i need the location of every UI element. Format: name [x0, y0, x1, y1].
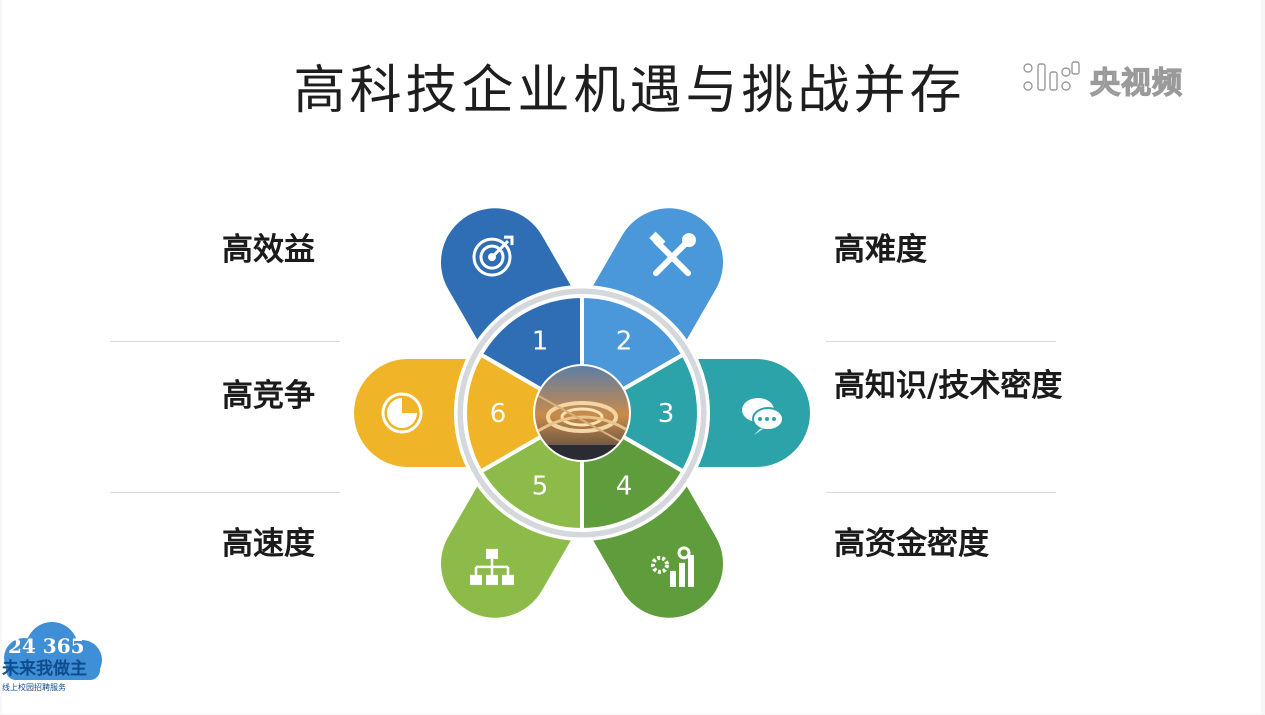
- brand-subtext: 线上校园招聘服务: [2, 683, 66, 692]
- highway-interchange-photo: [533, 364, 631, 462]
- flower-diagram: 1 2 3 4 5 6: [354, 208, 810, 618]
- divider-right-top: [826, 341, 1056, 342]
- slide-title: 高科技企业机遇与挑战并存: [293, 61, 966, 121]
- label-high-benefit: 高效益: [222, 232, 315, 268]
- segment-number-4: 4: [616, 472, 633, 502]
- target-icon: [472, 235, 514, 277]
- label-high-knowledge-density: 高知识/技术密度: [834, 368, 1063, 404]
- sector-3: [577, 351, 701, 475]
- outer-ring: [457, 288, 707, 538]
- segment-number-1: 1: [532, 326, 549, 356]
- chat-icon: [742, 398, 784, 435]
- divider-right-bottom: [826, 492, 1056, 493]
- label-high-difficulty: 高难度: [834, 232, 927, 268]
- segment-number-6: 6: [490, 399, 507, 429]
- label-high-capital-density: 高资金密度: [834, 526, 989, 562]
- tools-icon: [649, 231, 696, 277]
- label-high-speed: 高速度: [222, 526, 315, 562]
- hierarchy-icon: [470, 548, 514, 585]
- brand-text: 未来我做主: [2, 659, 87, 679]
- watermark-text: 央视频: [1089, 65, 1183, 101]
- divider-left-top: [110, 341, 340, 342]
- segment-number-3: 3: [658, 399, 675, 429]
- label-high-competition: 高竞争: [222, 378, 315, 414]
- brand-number: 24 365: [8, 634, 85, 658]
- watermark: 央视频: [1020, 52, 1200, 102]
- segment-number-5: 5: [532, 472, 549, 502]
- pie-chart-icon: [381, 392, 423, 434]
- cctv-video-logo-icon: [1023, 61, 1080, 91]
- sector-6: [463, 351, 587, 475]
- brand-cloud-logo: [4, 622, 102, 680]
- gear-chart-icon: [651, 546, 694, 587]
- segment-number-2: 2: [616, 326, 633, 356]
- divider-left-bottom: [110, 492, 340, 493]
